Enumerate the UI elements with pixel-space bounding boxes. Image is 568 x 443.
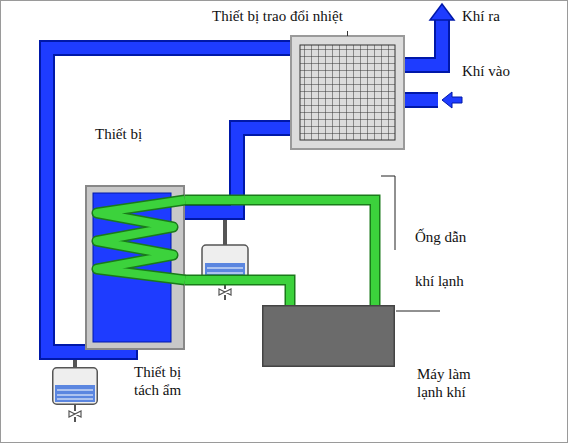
inlet-label: Khí vào bbox=[462, 62, 510, 80]
pipe-label: Ống dẫn khí lạnh bbox=[415, 215, 477, 303]
evaporator-shape bbox=[85, 185, 185, 350]
air-chiller: Máy làm lạnh khí bbox=[262, 305, 395, 367]
heat-exchanger-shape bbox=[290, 35, 405, 150]
air-chiller-shape bbox=[262, 305, 395, 367]
leader-line bbox=[396, 311, 440, 312]
cold-gas-pipe bbox=[185, 200, 375, 305]
leader-line bbox=[381, 176, 395, 250]
outlet-label: Khí ra bbox=[462, 7, 500, 25]
evaporator: Thiết bị bbox=[85, 185, 185, 350]
node-heading: Thiết bị tách ẩm bbox=[134, 363, 204, 399]
heat-exchanger: Thiết bị trao đổi nhiệt bbox=[290, 35, 405, 150]
node-heading: Thiết bị bbox=[95, 125, 142, 143]
inlet-pipe bbox=[400, 92, 462, 108]
moisture-separator-shape bbox=[52, 367, 98, 405]
moisture-separator: Thiết bị tách ẩm bbox=[52, 367, 98, 405]
cold-gas-pipe bbox=[185, 280, 290, 305]
node-heading: Máy làm lạnh khí bbox=[417, 365, 487, 401]
node-heading: Thiết bị trao đổi nhiệt bbox=[212, 7, 343, 25]
outlet-pipe bbox=[400, 4, 454, 65]
moisture-separator bbox=[202, 245, 248, 300]
